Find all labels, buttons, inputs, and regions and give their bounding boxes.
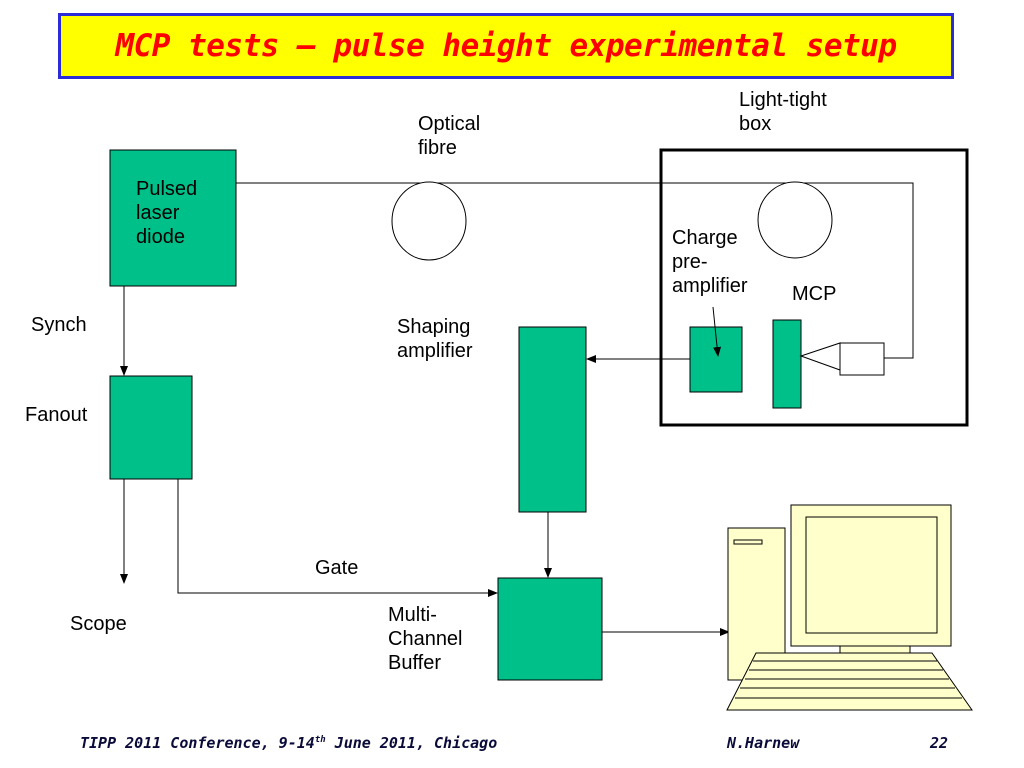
fanout-label: Fanout (25, 404, 88, 426)
optical-fibre-line (236, 182, 914, 359)
pulsed-laser-diode-label: Pulsed laser diode (136, 178, 198, 248)
shaping-amplifier-label: Shaping amplifier (397, 316, 473, 362)
title-banner: MCP tests – pulse height experimental se… (58, 13, 954, 79)
preamp-pointer-arrow (712, 306, 722, 357)
mcp-label: MCP (792, 283, 837, 305)
fibre-loop-right (757, 181, 833, 259)
light-tight-box-label: Light-tight box (739, 89, 827, 135)
scope-label: Scope (70, 613, 127, 635)
gate-line (177, 479, 498, 597)
slide-title: MCP tests – pulse height experimental se… (115, 28, 897, 64)
fibre-loop-left (391, 181, 467, 261)
footer-page-number: 22 (930, 734, 949, 752)
multi-channel-buffer-box (497, 577, 603, 681)
charge-preamplifier-label: Charge pre- amplifier (672, 227, 748, 297)
computer-icon (726, 504, 973, 711)
footer-conference: TIPP 2011 Conference, 9-14th June 2011, … (80, 734, 498, 752)
footer-author: N.Harnew (727, 734, 800, 752)
optical-fibre-label: Optical fibre (418, 113, 481, 159)
shaping-amplifier-box (518, 326, 587, 513)
fibre-holder (839, 342, 885, 376)
light-tight-box (659, 148, 969, 427)
synch-label: Synch (31, 314, 87, 336)
multi-channel-buffer-label: Multi- Channel Buffer (388, 604, 463, 674)
gate-label: Gate (315, 557, 359, 579)
mcp-cone (799, 342, 841, 371)
mcp-plate (772, 319, 802, 409)
pulsed-laser-diode-box (109, 149, 237, 287)
fanout-box (109, 375, 193, 480)
